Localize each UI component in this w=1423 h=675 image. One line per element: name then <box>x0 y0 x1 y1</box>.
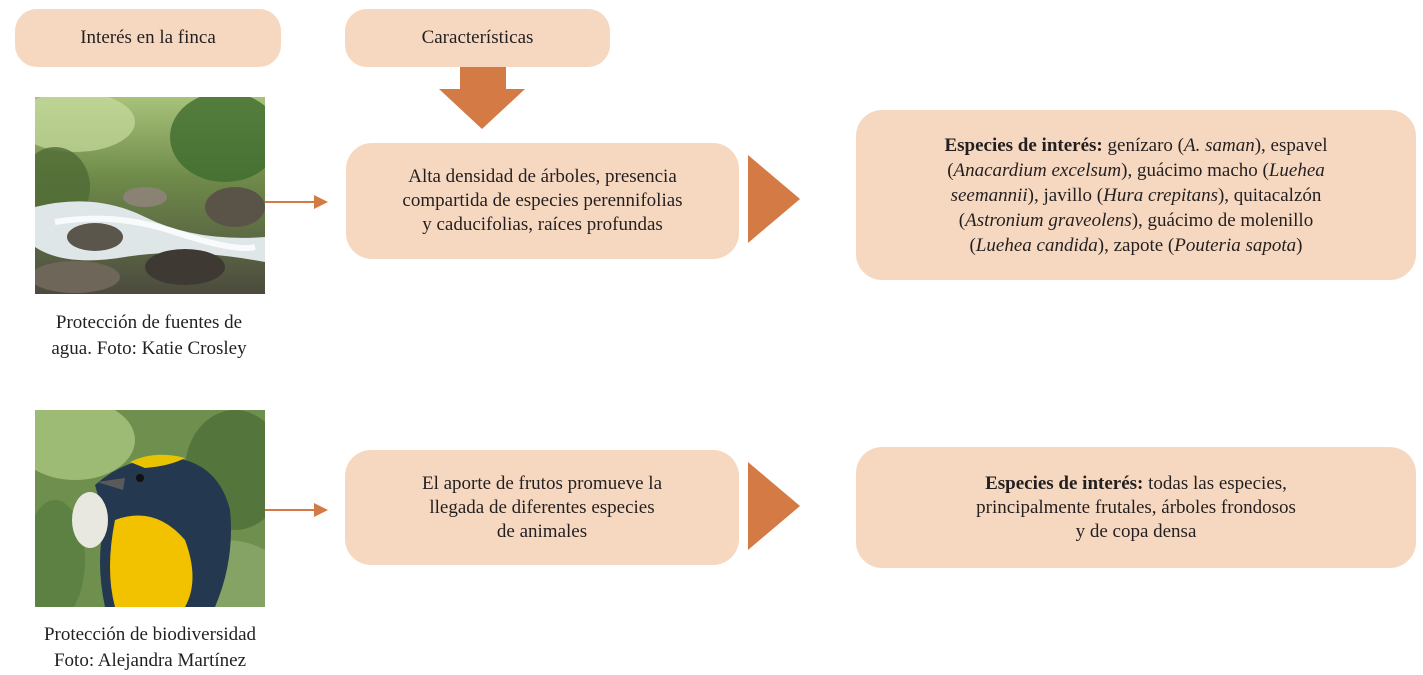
species1-text: ), zapote ( <box>1097 234 1175 256</box>
species2-line2: principalmente frutales, árboles frondos… <box>976 496 1296 518</box>
arrow-tip-row1-icon <box>314 195 328 209</box>
species1-italic: Luehea <box>1268 159 1325 181</box>
char1-line3: y caducifolias, raíces profundas <box>422 214 663 235</box>
down-arrow-icon <box>439 89 525 129</box>
species1-text: ) <box>1296 234 1303 256</box>
header-characteristics-label: Características <box>421 27 534 48</box>
species1-text: ), guácimo de molenillo <box>1131 209 1314 231</box>
caption-bio-line1: Protección de biodiversidad <box>43 624 257 645</box>
bird-tanager-icon <box>35 410 265 607</box>
species1-text: genízaro ( <box>1102 134 1184 156</box>
species1-text: ( <box>947 159 954 181</box>
caption-water-line2: agua. Foto: Katie Crosley <box>51 338 247 359</box>
species-box-row2: Especies de interés: todas las especies,… <box>856 447 1416 568</box>
species1-italic: Anacardium excelsum <box>953 159 1122 181</box>
species1-text: ( <box>969 234 976 256</box>
down-arrow-stem <box>460 67 506 89</box>
species2-line3: y de copa densa <box>1075 520 1197 542</box>
caption-biodiversity: Protección de biodiversidad Foto: Alejan… <box>0 622 300 674</box>
species1-italic: A. saman <box>1184 134 1255 156</box>
species1-text: ), espavel <box>1254 134 1328 156</box>
species2-label: Especies de interés: <box>985 472 1144 494</box>
big-right-arrow-row1-icon <box>748 155 800 243</box>
arrow-tip-row2-icon <box>314 503 328 517</box>
species1-italic: Hura crepitans <box>1103 184 1218 206</box>
species1-text: ( <box>958 209 966 231</box>
species-box-row1: Especies de interés: genízaro (A. saman)… <box>856 110 1416 280</box>
species1-label: Especies de interés: <box>944 134 1103 156</box>
species1-text: ), quitacalzón <box>1217 184 1322 206</box>
species1-italic: Luehea candida <box>975 234 1098 256</box>
river-stream-icon <box>35 97 265 294</box>
connector-line-row1 <box>265 201 315 203</box>
char2-line3: de animales <box>496 520 588 542</box>
connector-line-row2 <box>265 509 315 511</box>
species1-italic: Pouteria sapota <box>1174 234 1297 256</box>
header-interest-label: Interés en la finca <box>80 27 216 48</box>
species1-italic: Astronium graveolens <box>965 209 1132 231</box>
caption-water-protection: Protección de fuentes de agua. Foto: Kat… <box>18 310 280 362</box>
header-interest: Interés en la finca <box>15 9 281 67</box>
big-right-arrow-row2-icon <box>748 462 800 550</box>
char1-line1: Alta densidad de árboles, presencia <box>408 166 677 187</box>
bird-photo <box>35 410 265 607</box>
species1-text: ), javillo ( <box>1027 184 1104 206</box>
caption-bio-line2: Foto: Alejandra Martínez <box>53 650 247 671</box>
river-photo <box>35 97 265 294</box>
species1-text: ), guácimo macho ( <box>1121 159 1269 181</box>
char2-line1: El aporte de frutos promueve la <box>421 472 663 494</box>
char1-line2: compartida de especies perennifolias <box>402 190 683 211</box>
characteristics-box-row2: El aporte de frutos promueve la llegada … <box>345 450 739 565</box>
caption-water-line1: Protección de fuentes de <box>55 312 243 333</box>
species2-line1: todas las especies, <box>1143 472 1287 494</box>
char2-line2: llegada de diferentes especies <box>429 496 655 518</box>
characteristics-box-row1: Alta densidad de árboles, presencia comp… <box>346 143 739 259</box>
header-characteristics: Características <box>345 9 610 67</box>
species1-italic: seemannii <box>950 184 1028 206</box>
